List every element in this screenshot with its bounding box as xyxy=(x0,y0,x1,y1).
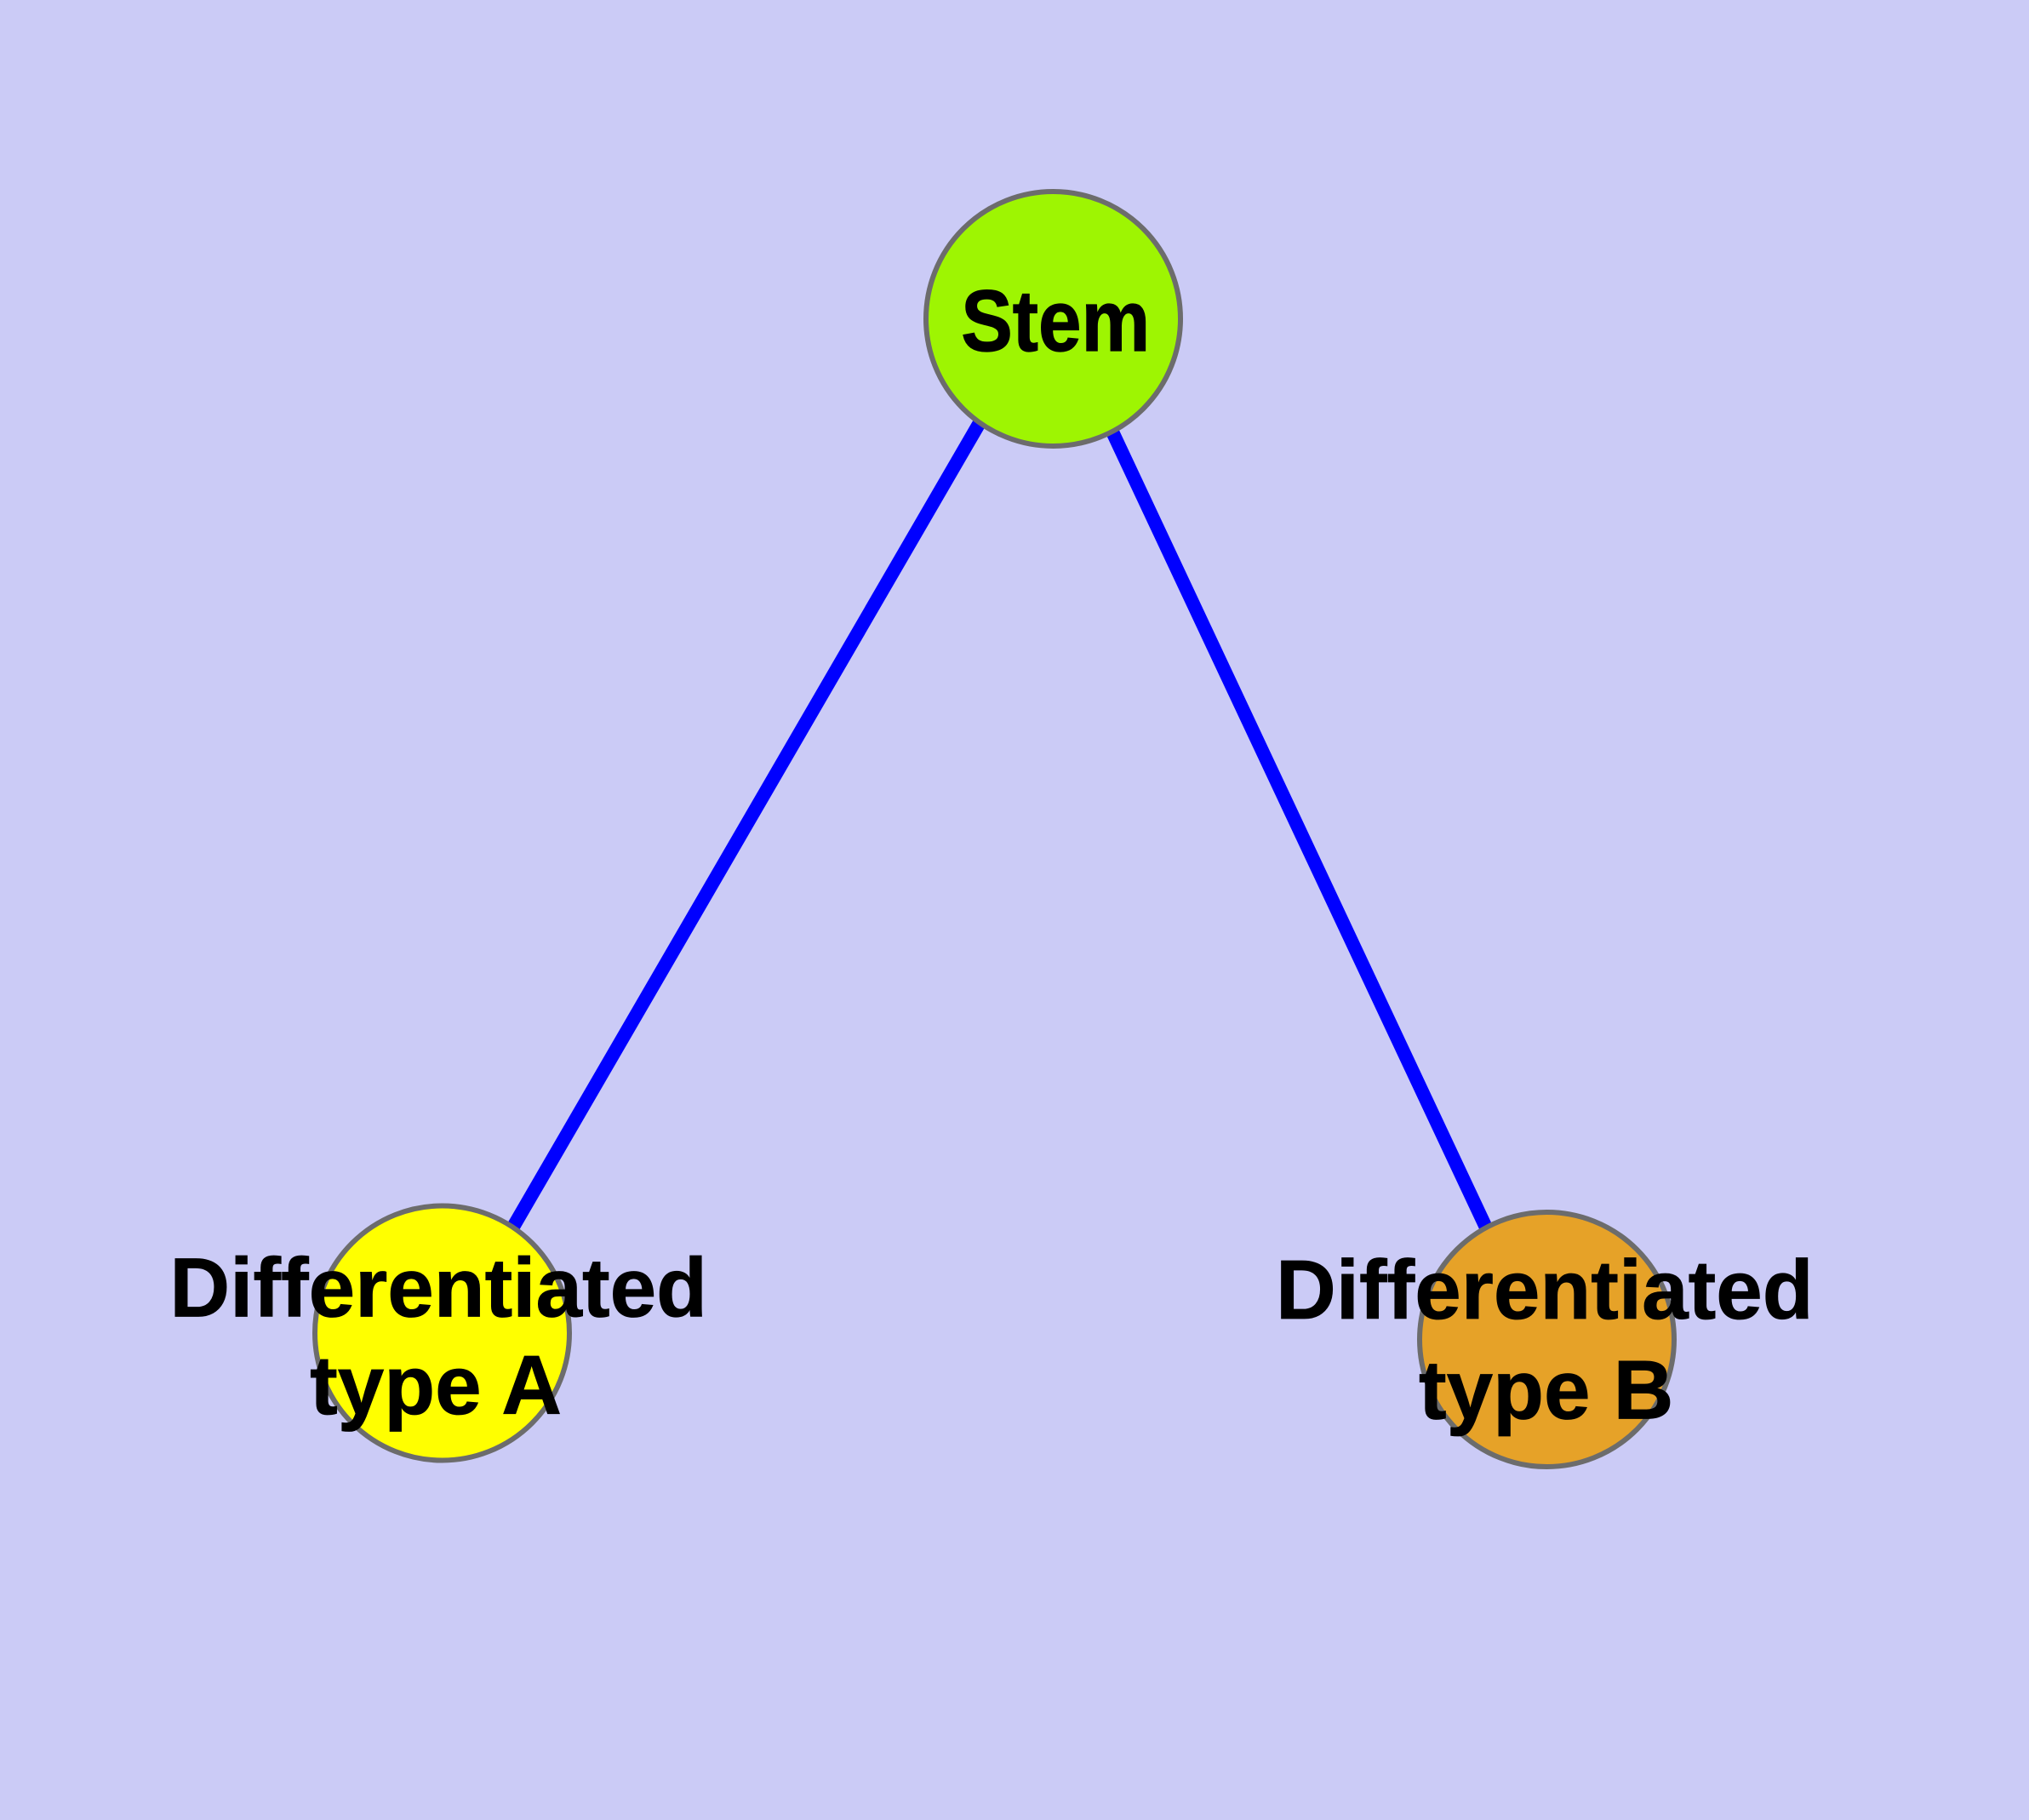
svg-text:type B: type B xyxy=(1419,1342,1674,1436)
svg-text:Stem: Stem xyxy=(961,273,1150,369)
svg-text:Differentiated: Differentiated xyxy=(1276,1243,1814,1336)
svg-text:type A: type A xyxy=(310,1338,562,1432)
svg-text:Differentiated: Differentiated xyxy=(169,1241,707,1335)
